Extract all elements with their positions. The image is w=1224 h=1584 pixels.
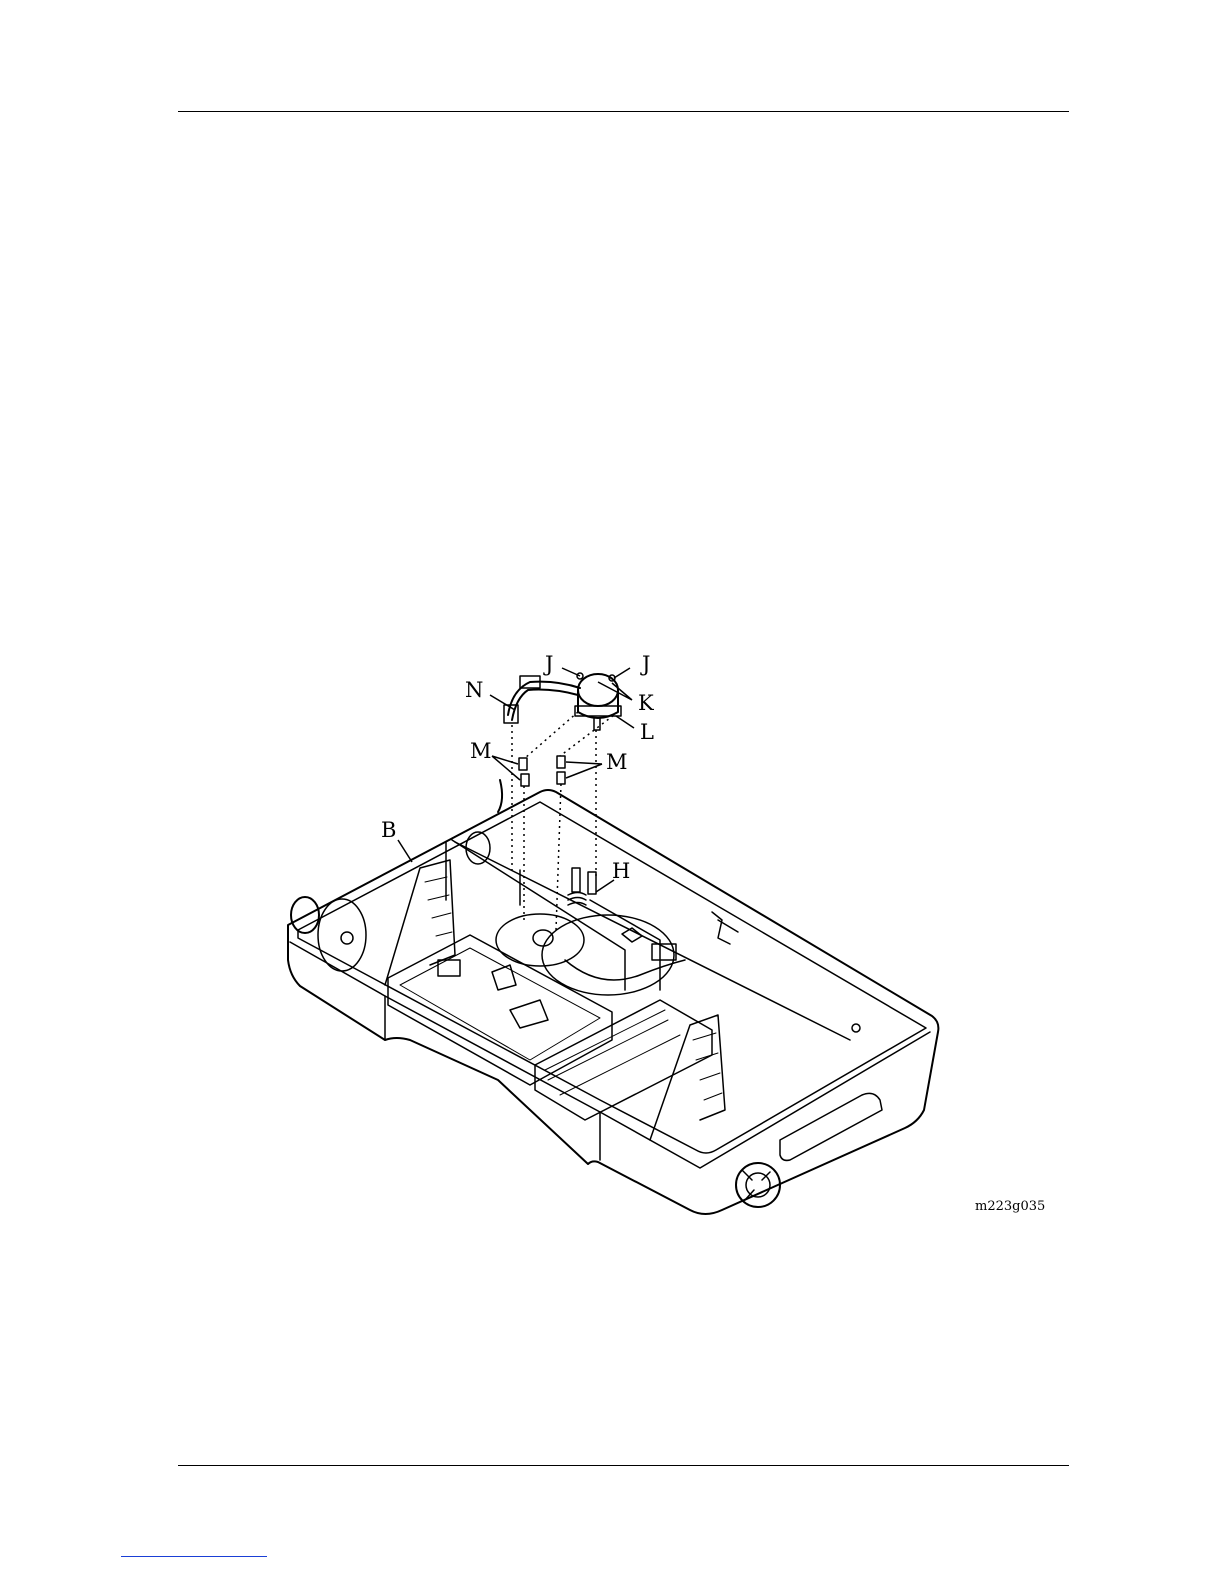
pin-right-wall — [852, 1024, 860, 1032]
footer-rule — [178, 1465, 1069, 1466]
right-bracket-slots — [693, 1033, 722, 1100]
callout-B: B — [381, 818, 396, 842]
figure-id: m223g035 — [975, 1199, 1045, 1214]
leader-M1 — [492, 756, 520, 780]
callout-M-left: M — [470, 739, 492, 763]
callout-L: L — [640, 720, 654, 744]
standoff-M-3 — [557, 756, 565, 768]
cable-harness-N — [508, 682, 580, 720]
leader-J2 — [614, 668, 630, 678]
right-disk — [542, 915, 674, 995]
explode-line-3 — [525, 712, 578, 758]
callout-N: N — [465, 678, 483, 702]
callout-H: H — [612, 859, 630, 883]
post-H-1 — [572, 868, 580, 892]
leader-M2 — [566, 762, 602, 778]
motor-L-shaft — [594, 718, 600, 730]
callout-M-right: M — [606, 750, 628, 774]
left-reel-hub — [341, 932, 353, 944]
motor-L-body — [578, 690, 618, 718]
callout-J-right: J — [640, 652, 650, 676]
post-H-2 — [588, 872, 596, 894]
divider-wall-long — [455, 842, 850, 1040]
leader-B — [398, 840, 412, 862]
leader-J1 — [562, 668, 580, 676]
callout-K: K — [638, 691, 654, 715]
clip-right — [712, 912, 738, 944]
top-left-reel — [466, 832, 490, 864]
left-bracket-slots — [425, 877, 452, 936]
standoff-M-4 — [557, 772, 565, 784]
leader-L — [616, 716, 634, 728]
connector-left — [438, 960, 460, 976]
center-hub — [533, 930, 553, 946]
standoff-M-1 — [519, 758, 527, 770]
right-compartment-box — [535, 1000, 712, 1120]
lower-compartment-box — [388, 935, 612, 1085]
footer-link-underline[interactable] — [121, 1556, 267, 1557]
case-rim-inner — [298, 802, 926, 1153]
case-rim-edge — [290, 942, 385, 1040]
spring-H — [568, 893, 586, 906]
cable-lead — [498, 780, 502, 812]
standoff-M-2 — [521, 774, 529, 786]
callout-J-left: J — [543, 652, 553, 676]
